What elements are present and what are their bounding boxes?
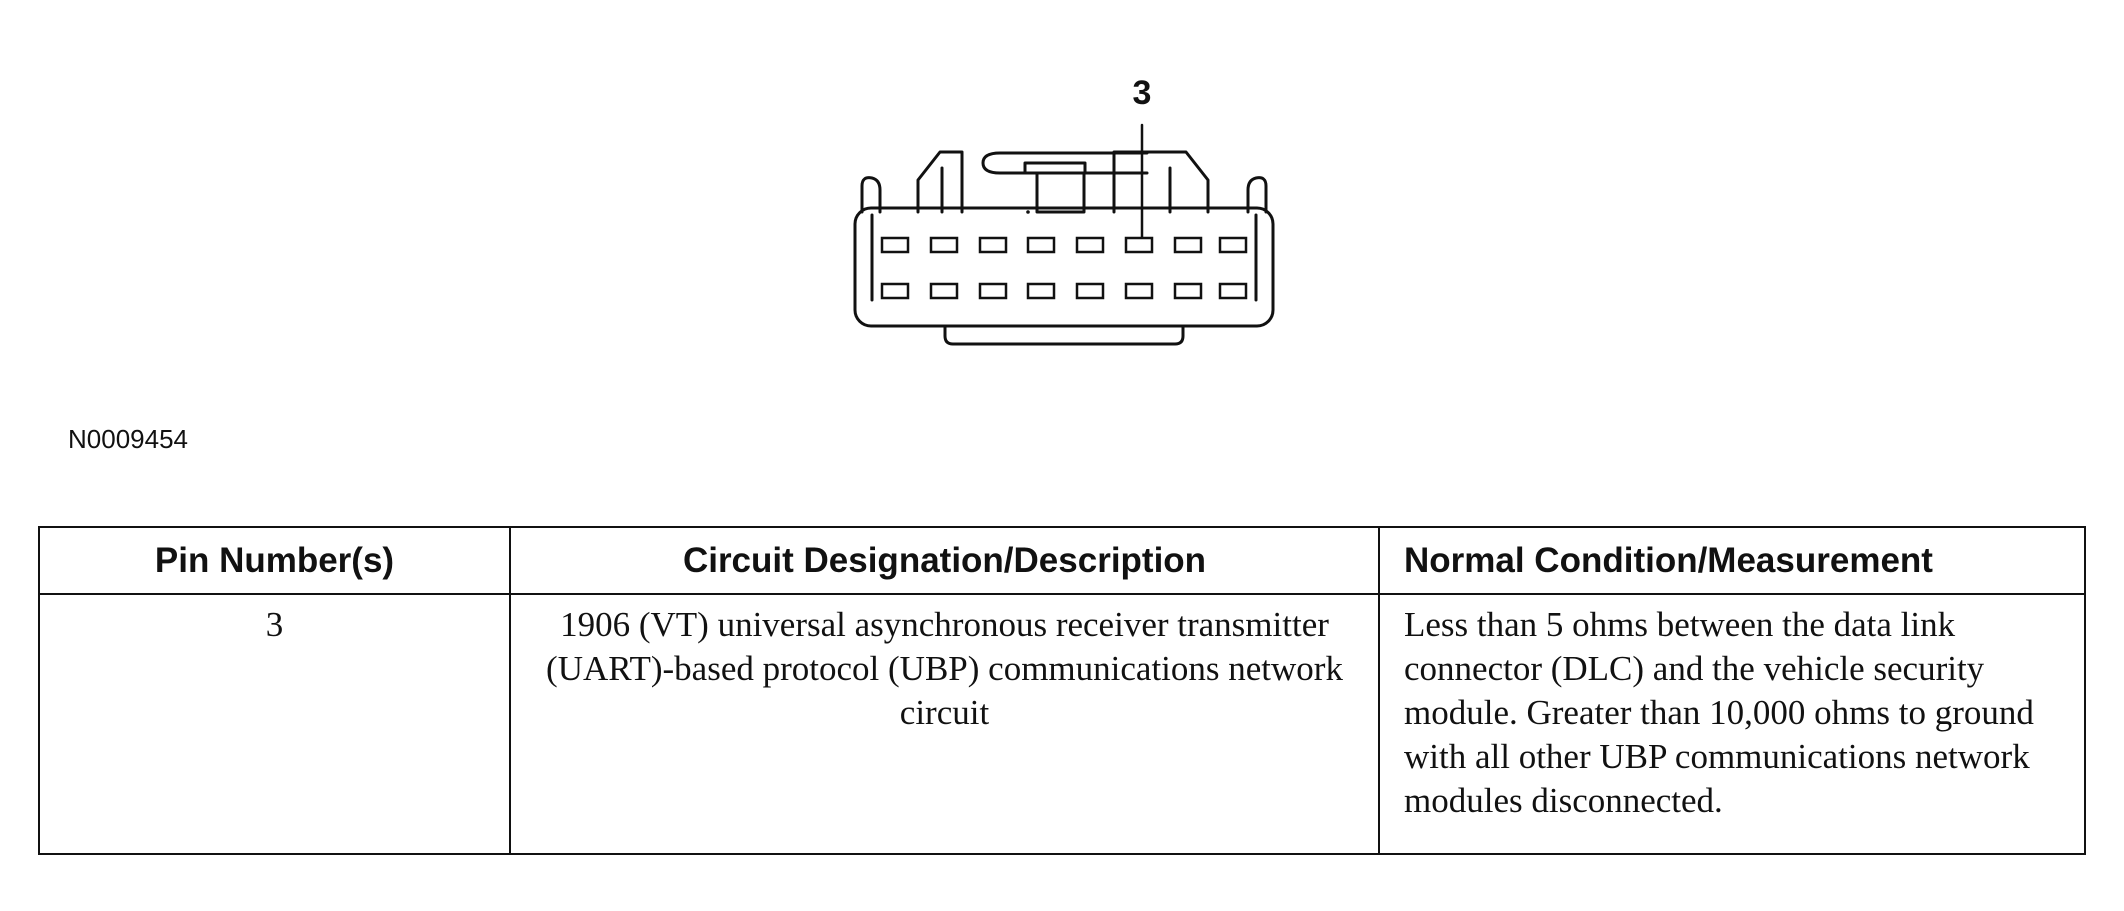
cavity-10 [929, 282, 959, 300]
bottom-tab [943, 324, 1185, 346]
right-latch [1112, 150, 1210, 214]
cell-pin-number: 3 [38, 593, 511, 855]
cavity-15 [1173, 282, 1203, 300]
cavity-9 [880, 282, 910, 300]
cavity-2 [929, 236, 959, 254]
cavity-11 [978, 282, 1008, 300]
cell-normal-condition: Less than 5 ohms between the data link c… [1378, 593, 2086, 855]
left-latch [916, 150, 964, 214]
figure-id: N0009454 [68, 424, 188, 454]
header-circuit-description: Circuit Designation/Description [509, 526, 1380, 595]
left-ear [860, 176, 882, 214]
header-normal-condition: Normal Condition/Measurement [1378, 526, 2086, 595]
cell-circuit-description: 1906 (VT) universal asynchronous receive… [509, 593, 1380, 855]
cavity-16 [1218, 282, 1248, 300]
cavity-1 [880, 236, 910, 254]
cavity-grid [880, 236, 1248, 300]
lock-arm [981, 151, 1149, 175]
cavity-6 [1124, 236, 1154, 254]
header-pin-numbers: Pin Number(s) [38, 526, 511, 595]
cavity-12 [1026, 282, 1056, 300]
cavity-4 [1026, 236, 1056, 254]
cavity-5 [1075, 236, 1105, 254]
cavity-7 [1173, 236, 1203, 254]
connector-body [853, 206, 1275, 328]
table-header-row: Pin Number(s) Circuit Designation/Descri… [38, 526, 2086, 595]
right-ear [1246, 176, 1268, 214]
cavity-13 [1075, 282, 1105, 300]
table-row: 3 1906 (VT) universal asynchronous recei… [38, 593, 2086, 855]
connector-diagram: 3 [853, 74, 1275, 346]
pin-callout-label: 3 [1133, 74, 1152, 112]
cavity-8 [1218, 236, 1248, 254]
pin-table: Pin Number(s) Circuit Designation/Descri… [38, 526, 2086, 855]
cavity-3 [978, 236, 1008, 254]
cavity-14 [1124, 282, 1154, 300]
